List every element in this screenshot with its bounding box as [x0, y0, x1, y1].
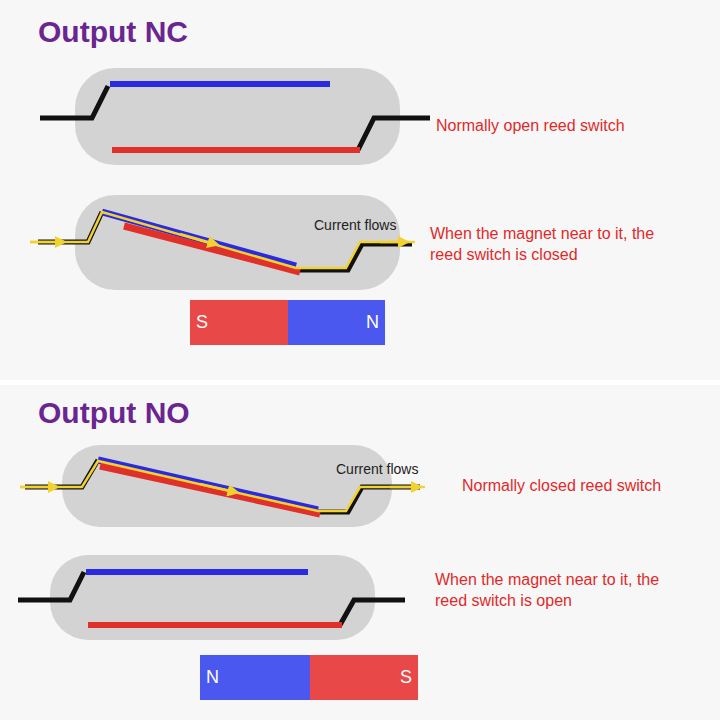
- panel: [0, 385, 720, 720]
- pole-letter: S: [190, 312, 214, 333]
- current-label: Current flows: [314, 216, 396, 234]
- glass-tube: [40, 68, 430, 165]
- magnet-pole: N: [200, 655, 310, 700]
- magnet-pole: N: [288, 300, 385, 345]
- glass-tube: [18, 555, 405, 640]
- switch-caption: Normally closed reed switch: [462, 476, 661, 497]
- switch-caption: When the magnet near to it, the reed swi…: [435, 570, 670, 612]
- glass-tube: [20, 445, 425, 527]
- pole-letter: N: [200, 667, 225, 688]
- pole-letter: N: [360, 312, 385, 333]
- section-heading: Output NC: [38, 12, 188, 51]
- switch-caption: Normally open reed switch: [436, 116, 625, 137]
- magnet-pole: S: [190, 300, 288, 345]
- glass-tube: [30, 195, 415, 290]
- panel: [0, 0, 720, 380]
- section-heading: Output NO: [38, 393, 190, 432]
- current-label: Current flows: [336, 460, 418, 478]
- magnet-pole: S: [310, 655, 418, 700]
- switch-caption: When the magnet near to it, the reed swi…: [430, 224, 665, 266]
- pole-letter: S: [394, 667, 418, 688]
